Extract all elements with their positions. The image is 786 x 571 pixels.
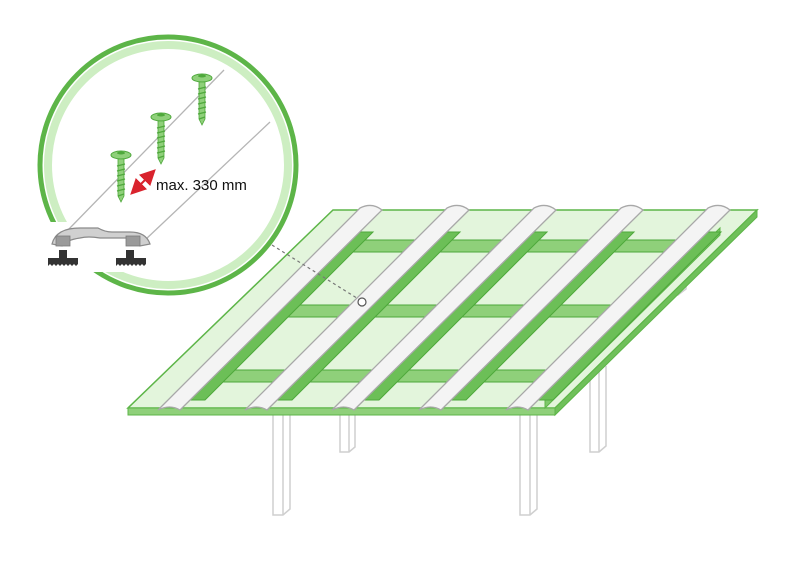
screw-icon [191,73,213,126]
mounting-clip-icon [48,250,78,266]
cross-beams [216,239,682,383]
glazing-rail [244,204,470,411]
mounting-clip-icon [116,250,146,266]
roof-panel-front-edge [127,407,556,416]
leg-front-right [519,410,538,516]
glazing-rails [157,204,731,411]
detail-rail-lines [67,69,271,241]
double-arrow-icon [130,169,156,195]
leg-back-right [589,366,607,453]
spacing-label: max. 330 mm [156,177,247,194]
support-legs [272,266,687,516]
leg-front-left [272,410,291,516]
callout-target-marker [357,297,367,307]
glazing-rail [331,204,557,411]
glazing-profile [51,227,151,247]
roof-panel-side-edge [554,208,758,417]
cross-beam-row-back [349,239,682,253]
glazing-rail [157,204,383,411]
glazing-rail [418,204,644,411]
screw-icon [150,112,172,165]
detail-callout: max. 330 mm [36,34,299,296]
screw-icon [110,150,132,203]
cross-beam-row-middle [284,304,619,318]
glazing-rail [505,204,731,411]
cross-beam-row-front [216,369,551,383]
callout-leader [271,244,367,307]
